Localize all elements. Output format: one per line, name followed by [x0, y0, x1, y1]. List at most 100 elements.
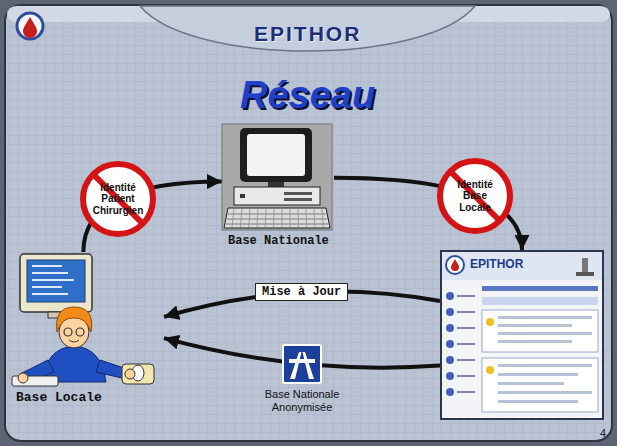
road-lane [290, 352, 302, 379]
screenshot-illustration [440, 250, 604, 420]
grid-panel [5, 5, 612, 441]
key-col [249, 209, 250, 227]
mouse-pad [122, 364, 154, 384]
monitor-frame [240, 128, 312, 182]
node-label: Base Nationale [228, 234, 329, 248]
workstation-illustration [12, 252, 164, 410]
menu-bullet [446, 324, 454, 332]
menu-bullet [446, 340, 454, 348]
title-wrap: Réseau [240, 74, 379, 117]
panel-line [498, 340, 572, 343]
edge-label-wrap: Mise à Jour [255, 283, 348, 301]
edge-label: Identité Patient Chirurgien [90, 182, 146, 217]
key-col [281, 209, 282, 227]
label-wrap: 4 [600, 427, 606, 439]
screen-line [32, 272, 68, 274]
panel-line [498, 391, 592, 394]
key-col [257, 209, 258, 227]
panel-line [498, 316, 592, 319]
panel-icon [486, 366, 494, 374]
sign-ring [440, 161, 510, 231]
key-col [265, 209, 267, 227]
key-col [290, 209, 291, 227]
key-col [240, 209, 242, 227]
text-wrap: EPITHOR [470, 257, 523, 271]
menu-bullet [446, 372, 454, 380]
key-col [306, 209, 308, 227]
menu-line [457, 375, 475, 377]
monitor-screen [27, 260, 85, 302]
key-row [228, 214, 326, 215]
server-illustration [222, 124, 334, 252]
mouth [69, 340, 79, 342]
header-title: EPITHOR [254, 22, 361, 46]
page-number: 4 [600, 427, 606, 439]
window-header [442, 252, 602, 280]
header-tab [140, 6, 475, 51]
edge-label: Mise à Jour [255, 283, 348, 301]
key-col [314, 209, 315, 227]
menu-bullet [446, 292, 454, 300]
menu-line [457, 343, 475, 345]
text-wrap: Base Locale [16, 390, 102, 405]
site-logo [446, 256, 464, 274]
site-logo-text: EPITHOR [470, 257, 523, 271]
key-row [226, 224, 328, 225]
logo-drop [23, 17, 37, 38]
menu-bullet [446, 308, 454, 316]
hand [125, 369, 135, 379]
screen-line [32, 279, 74, 281]
national-base-node: Base Nationale [222, 124, 334, 252]
monitor-screen [247, 134, 305, 176]
panel-line [498, 382, 564, 385]
cpu-case [234, 187, 320, 205]
prohibition-sign: Identité Patient Chirurgien [79, 160, 157, 238]
local-base-node: Base Locale [12, 252, 164, 410]
node-label: Base Locale [16, 390, 102, 405]
screen-line [32, 286, 62, 288]
menu-line [457, 311, 475, 313]
power-light [240, 194, 245, 198]
key-col [232, 209, 234, 227]
window [441, 251, 603, 419]
logo-ring [17, 13, 43, 39]
keyboard [224, 208, 330, 228]
panel-line [498, 364, 592, 367]
site-logo-drop [451, 259, 459, 271]
road-lane [303, 352, 315, 379]
drive-slot [284, 198, 312, 201]
operator-hair [57, 307, 92, 332]
content-panel [482, 358, 598, 412]
menu-line [457, 391, 475, 393]
image-ground [222, 124, 332, 230]
label-wrap: EPITHOR [254, 22, 361, 46]
sign-ring [83, 164, 153, 234]
motorway-sign [282, 344, 322, 384]
monitor-frame [20, 254, 92, 312]
text-wrap: Base Nationale [228, 234, 329, 248]
key-row [227, 219, 327, 220]
screen-line [32, 265, 62, 267]
panel-icon [486, 318, 494, 326]
key-col [298, 209, 299, 227]
screen-line [32, 293, 68, 295]
panel-line [498, 332, 592, 335]
edge-label: Identité Base Locale [447, 179, 503, 214]
key-col [273, 209, 275, 227]
microscope-icon [576, 272, 594, 276]
microscope-icon [582, 258, 588, 272]
road-bridge [289, 359, 315, 363]
panel-line [498, 324, 572, 327]
panel-line [498, 400, 578, 403]
glasses [76, 328, 84, 336]
website-screenshot: EPITHOR [440, 250, 604, 420]
edge-label: Base Nationale Anonymisée [247, 388, 357, 414]
content-heading [482, 286, 598, 291]
menu-line [457, 327, 475, 329]
content-panel [482, 310, 598, 352]
monitor-stand [268, 182, 284, 187]
menu-line [457, 295, 475, 297]
drive-slot [284, 192, 312, 195]
